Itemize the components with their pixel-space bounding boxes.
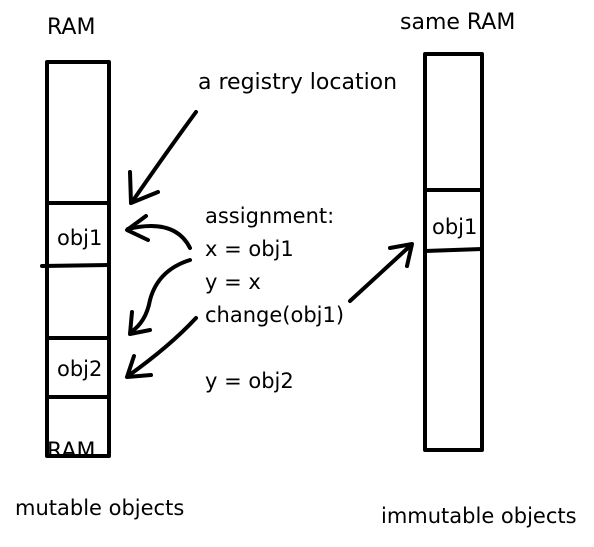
left-ram-bottom-label: RAM — [47, 439, 96, 464]
left-ram-divider — [40, 263, 111, 268]
registry-arrow — [128, 110, 198, 205]
x-assign-arrow — [125, 214, 192, 250]
left-obj2-label: obj2 — [57, 357, 103, 381]
mutable-caption: mutable objects — [15, 496, 185, 520]
right-ram-column — [423, 52, 484, 452]
obj2-assign-arrow — [125, 316, 198, 379]
immutable-caption: immutable objects — [381, 504, 577, 528]
left-obj1-label: obj1 — [57, 226, 103, 250]
y-assign-arrow — [128, 258, 192, 336]
code-line-y-assign: y = x — [205, 270, 261, 294]
change-arrow — [348, 242, 414, 303]
left-ram-frame — [45, 60, 111, 458]
right-ram-divider — [423, 247, 484, 253]
code-line-x-assign: x = obj1 — [205, 237, 294, 261]
right-obj1-label: obj1 — [432, 215, 478, 239]
left-ram-column — [40, 60, 111, 458]
code-line-y-obj2: y = obj2 — [205, 369, 294, 393]
code-line-change: change(obj1) — [205, 303, 345, 327]
left-ram-title: RAM — [47, 15, 96, 40]
registry-location-label: a registry location — [198, 70, 398, 95]
code-heading: assignment: — [205, 204, 335, 228]
right-ram-title: same RAM — [400, 10, 516, 35]
